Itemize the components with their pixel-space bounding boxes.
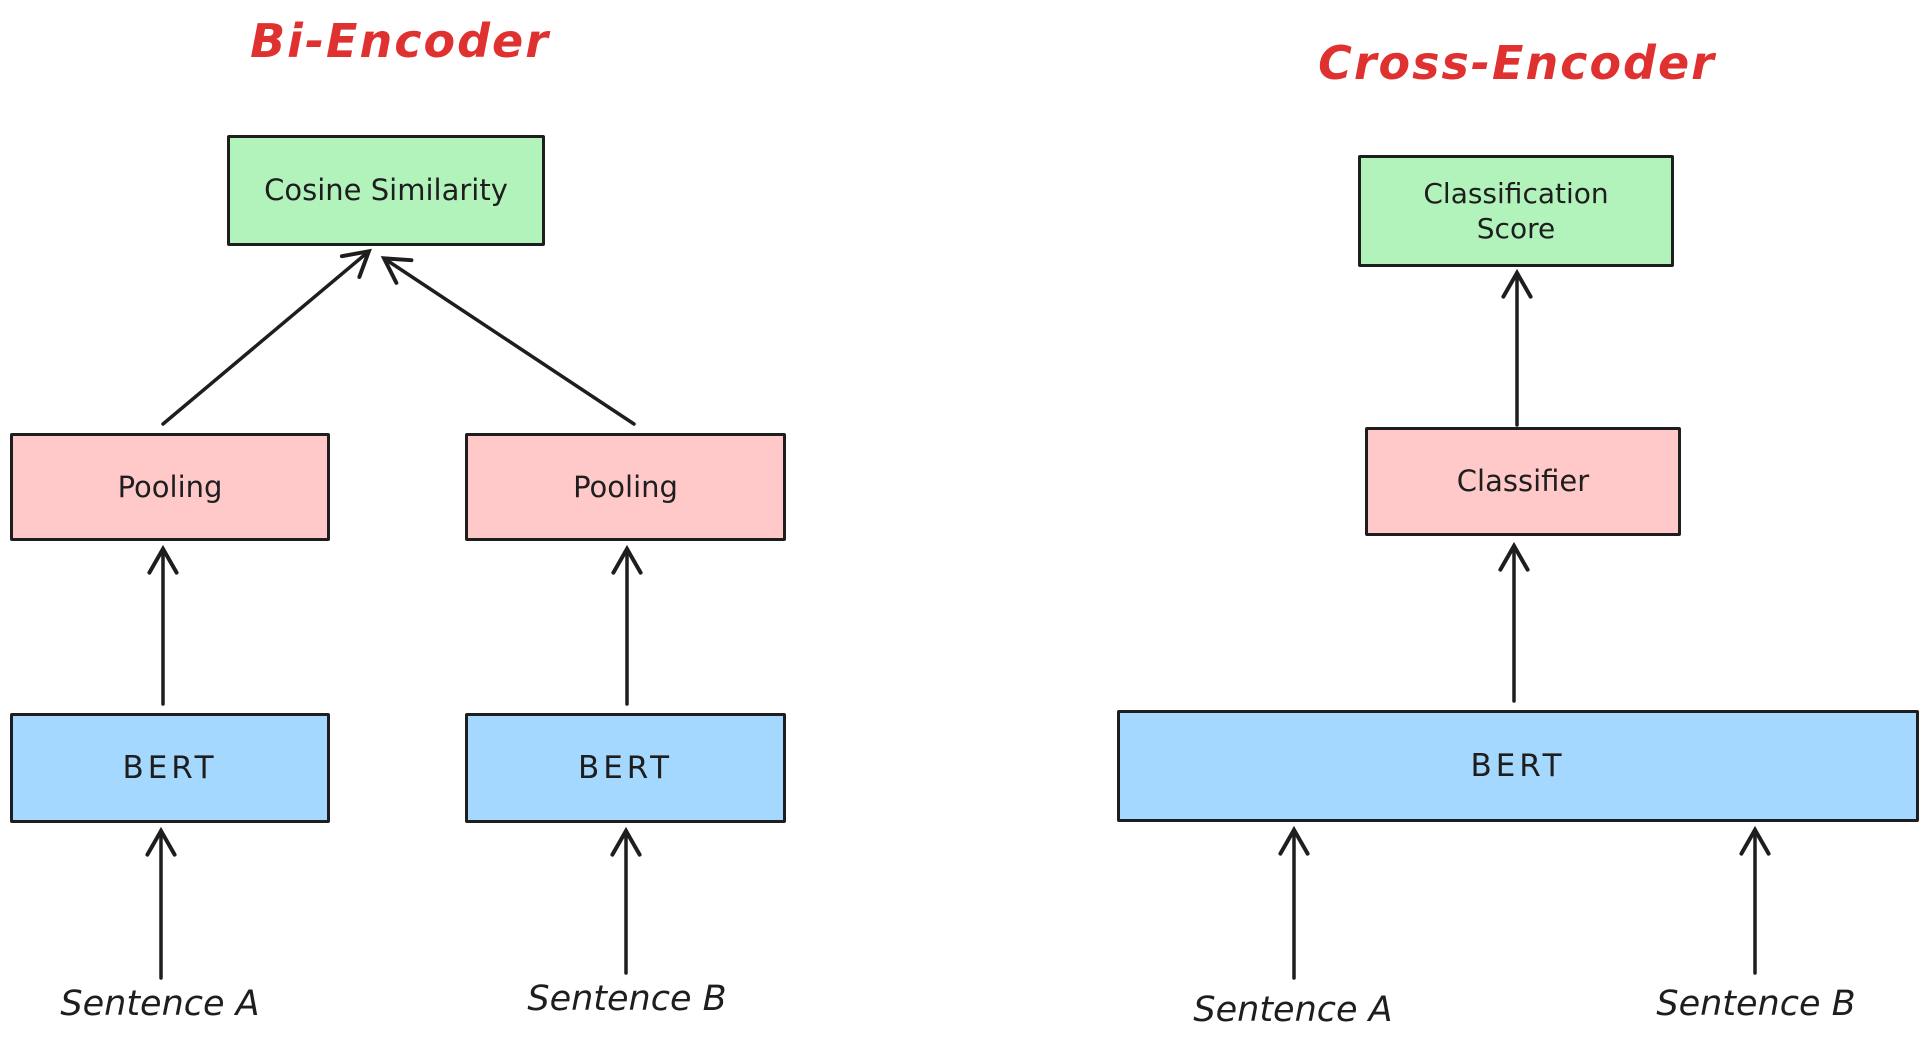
pooling-b-label: Pooling bbox=[573, 469, 678, 504]
cross-sentence-a-label: Sentence A bbox=[1193, 990, 1393, 1030]
bert-b-label: BERT bbox=[577, 749, 674, 786]
cross-bert-label: BERT bbox=[1470, 747, 1566, 784]
pooling-a-box: Pooling bbox=[10, 433, 330, 541]
bi-sentence-a-label: Sentence A bbox=[60, 984, 260, 1024]
classifier-label: Classifier bbox=[1456, 464, 1590, 499]
classification-score-label: Classification Score bbox=[1423, 176, 1608, 246]
bi-sentence-b-label: Sentence B bbox=[527, 979, 727, 1019]
bert-a-box: BERT bbox=[10, 713, 330, 823]
classifier-box: Classifier bbox=[1365, 427, 1681, 536]
cross-bert-box: BERT bbox=[1117, 710, 1919, 822]
arrow-pooling-b-to-cosine bbox=[380, 256, 636, 426]
cross-sentence-b-label: Sentence B bbox=[1656, 984, 1856, 1024]
bert-b-box: BERT bbox=[465, 713, 786, 823]
cross-encoder-title: Cross-Encoder bbox=[1318, 36, 1716, 90]
cosine-similarity-box: Cosine Similarity bbox=[227, 135, 545, 246]
classification-score-line-2: Score bbox=[1476, 212, 1556, 245]
classification-score-line-1: Classification bbox=[1423, 177, 1609, 210]
pooling-b-box: Pooling bbox=[465, 433, 786, 541]
classification-score-box: Classification Score bbox=[1358, 155, 1674, 267]
pooling-a-label: Pooling bbox=[117, 469, 223, 504]
cosine-similarity-label: Cosine Similarity bbox=[264, 173, 508, 208]
arrow-pooling-a-to-cosine bbox=[161, 248, 372, 426]
bi-encoder-title: Bi-Encoder bbox=[250, 14, 550, 68]
bert-a-label: BERT bbox=[122, 749, 218, 786]
